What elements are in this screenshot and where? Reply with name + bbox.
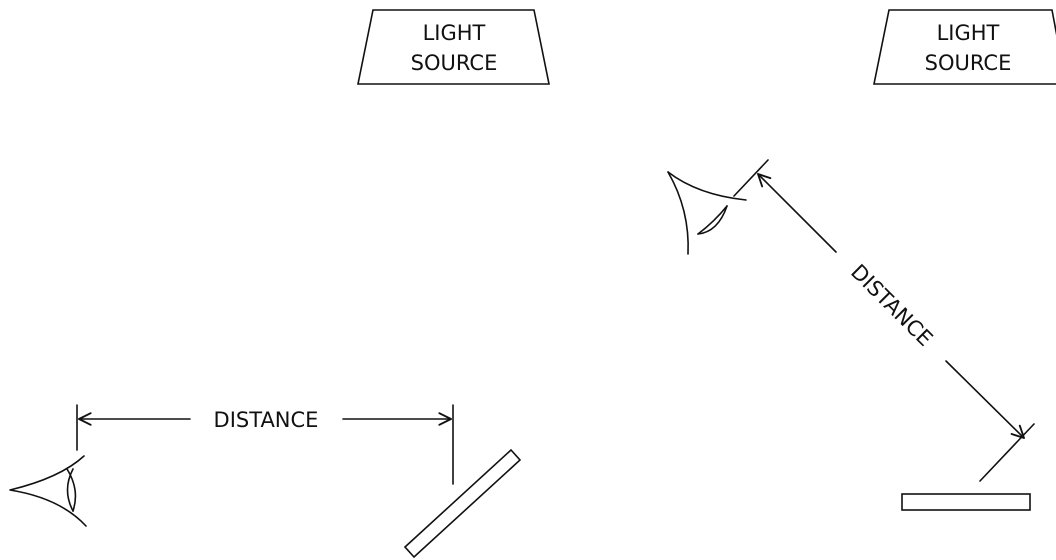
right-setup: LIGHT SOURCE DISTANCE: [667, 9, 1056, 511]
right-light-source-line2: SOURCE: [925, 51, 1012, 75]
left-light-source-line1: LIGHT: [423, 21, 486, 45]
left-setup: LIGHT SOURCE DISTANCE: [9, 9, 550, 559]
right-distance-arrow-lower: [945, 360, 1025, 439]
right-eye-icon: [667, 171, 747, 255]
left-distance-label: DISTANCE: [214, 408, 319, 432]
left-light-source-box: LIGHT SOURCE: [357, 9, 550, 85]
left-eye-icon: [9, 455, 87, 527]
right-distance-start-tick: [733, 159, 769, 197]
right-distance-label: DISTANCE: [846, 260, 937, 351]
left-tilted-sample: [403, 448, 522, 559]
left-light-source-line2: SOURCE: [411, 51, 498, 75]
right-light-source-box: LIGHT SOURCE: [873, 9, 1056, 85]
right-flat-sample: [901, 493, 1031, 511]
right-light-source-line1: LIGHT: [937, 21, 1000, 45]
right-distance-end-tick: [979, 423, 1035, 482]
right-distance-arrow-upper: [757, 173, 837, 253]
